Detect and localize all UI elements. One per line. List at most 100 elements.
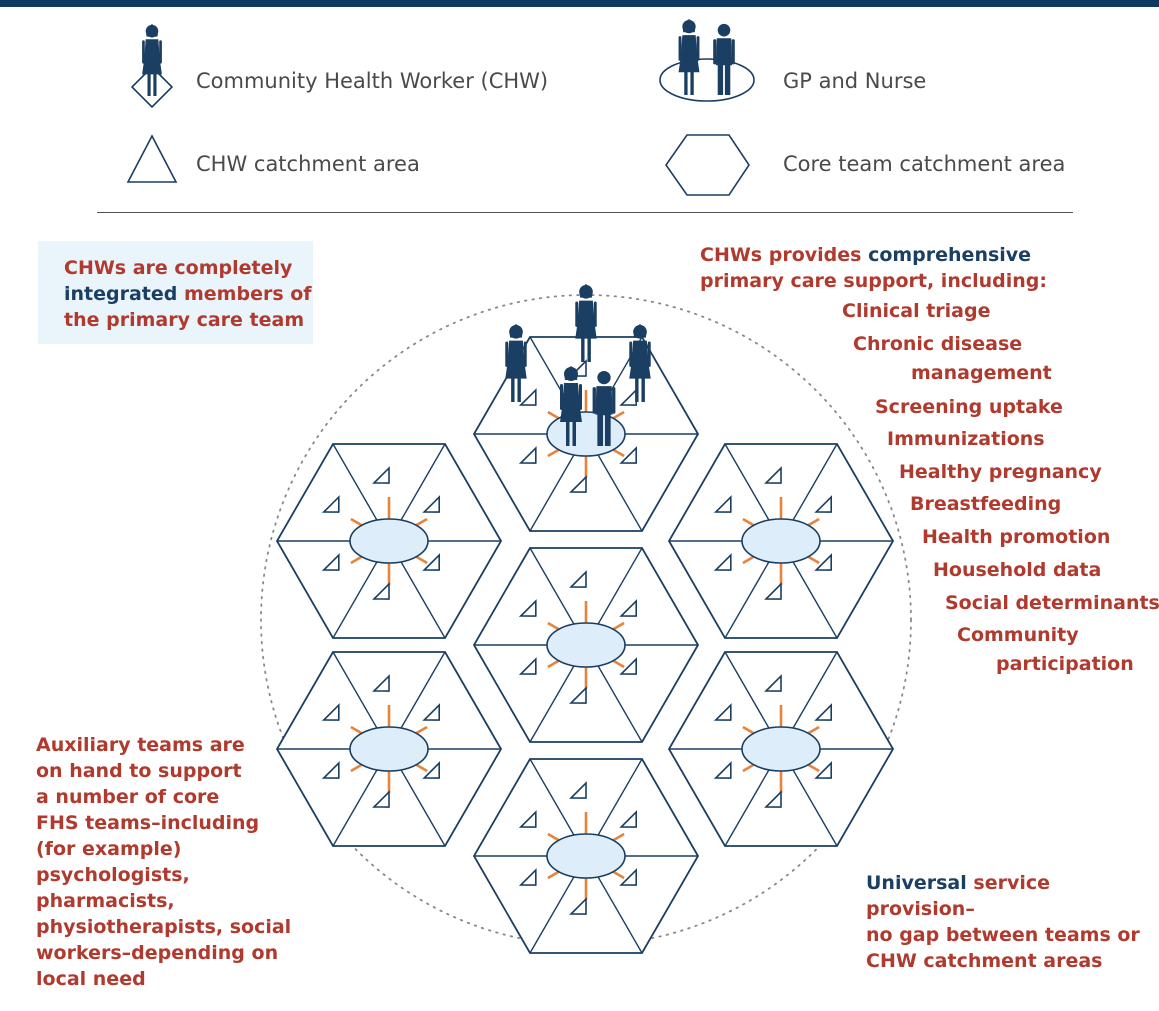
support-item: management [911, 362, 1052, 384]
integrated-line2-rest: members of [177, 283, 312, 305]
legend-chw-label: Community Health Worker (CHW) [196, 69, 549, 93]
integrated-line2: integrated members of [64, 281, 324, 307]
chw-diamond [619, 446, 638, 464]
integrated-line1: CHWs are completely [64, 257, 293, 279]
core-team-hexagon [472, 758, 700, 954]
auxiliary-line: workers–depending on [36, 942, 279, 964]
chw-diamond [619, 599, 638, 617]
chw-diamond [713, 703, 732, 721]
support-item: Screening uptake [875, 396, 1063, 418]
chw-diamond [619, 657, 638, 675]
chw-diamond [518, 446, 537, 464]
chw-diamond [569, 897, 587, 915]
chw-diamond [372, 466, 390, 484]
chw-diamond [518, 868, 537, 886]
support-item: Health promotion [922, 526, 1111, 548]
core-team-ellipse [349, 518, 429, 564]
support-item: Chronic disease [853, 333, 1023, 355]
integrated-line3: the primary care team [64, 309, 305, 331]
auxiliary-line: a number of core [36, 786, 220, 808]
support-item: Clinical triage [842, 300, 991, 322]
universal-line1-rest: service provision– [866, 872, 1050, 920]
comprehensive-line1-start: CHWs provides [700, 244, 869, 266]
core-team-ellipse [546, 622, 626, 668]
chw-diamond [372, 674, 390, 692]
chw-diamond [764, 790, 782, 808]
auxiliary-line: on hand to support [36, 760, 242, 782]
legend-gp-nurse-label: GP and Nurse [783, 69, 927, 93]
legend-chw-area-label: CHW catchment area [196, 152, 420, 176]
integrated-callout: CHWs are completely integrated members o… [64, 255, 324, 333]
core-team-hexagon [667, 443, 895, 639]
chw-diamond [518, 388, 537, 406]
legend-divider [97, 212, 1073, 213]
universal-line1: Universal service provision– [866, 870, 1156, 922]
integrated-callout-box [38, 241, 313, 344]
chw-diamond [518, 599, 537, 617]
support-item: Healthy pregnancy [899, 461, 1102, 483]
core-team-ellipse [546, 411, 626, 457]
auxiliary-line: psychologists, [36, 864, 190, 886]
chw-diamond [713, 761, 732, 779]
chw-diamond [518, 657, 537, 675]
core-team-ellipse [349, 726, 429, 772]
core-team-ellipse [741, 726, 821, 772]
chw-person-icon [629, 324, 651, 402]
auxiliary-line: FHS teams–including [36, 812, 260, 834]
support-item: Community [957, 624, 1079, 646]
chw-diamond [372, 790, 390, 808]
legend-core-area-label: Core team catchment area [783, 152, 1066, 176]
comprehensive-line2: primary care support, including: [700, 270, 1047, 292]
top-bar [0, 0, 1159, 7]
chw-diamond [814, 703, 833, 721]
core-team-hexagon [472, 547, 700, 743]
chw-diamond [321, 553, 340, 571]
chw-diamond [422, 553, 441, 571]
chw-diamond [422, 761, 441, 779]
auxiliary-line: local need [36, 968, 146, 990]
chw-diamond [619, 868, 638, 886]
integrated-highlight: integrated [64, 283, 178, 305]
auxiliary-line: pharmacists, [36, 890, 175, 912]
core-team-ellipse [741, 518, 821, 564]
chw-diamond [422, 703, 441, 721]
core-team-hexagon [275, 651, 503, 847]
chw-diamond [518, 810, 537, 828]
nurse-person-icon [592, 370, 616, 446]
comprehensive-line1: CHWs provides comprehensive [700, 242, 1140, 268]
chw-diamond [764, 674, 782, 692]
chw-diamond [321, 495, 340, 513]
chw-diamond [764, 466, 782, 484]
chw-person-icon [575, 284, 597, 362]
chw-diamond [814, 553, 833, 571]
gp-person-icon [560, 366, 582, 446]
support-item: Immunizations [887, 428, 1045, 450]
core-team-ellipse [546, 833, 626, 879]
chw-diamond [569, 570, 587, 588]
chw-person-icon [505, 324, 527, 402]
universal-line2: no gap between teams or [866, 924, 1140, 946]
auxiliary-line: physiotherapists, social [36, 916, 292, 938]
chw-diamond [321, 761, 340, 779]
chw-diamond [764, 582, 782, 600]
universal-highlight: Universal [866, 872, 967, 894]
chw-diamond [569, 475, 587, 493]
core-team-hexagon [472, 284, 700, 532]
chw-diamond [321, 703, 340, 721]
chw-diamond [569, 686, 587, 704]
auxiliary-callout: Auxiliary teams are on hand to support a… [36, 732, 316, 992]
chw-diamond [814, 761, 833, 779]
chw-diamond [713, 495, 732, 513]
core-team-hexagon [667, 651, 895, 847]
support-item: Household data [933, 559, 1102, 581]
universal-callout: Universal service provision– no gap betw… [866, 870, 1156, 974]
support-item: Breastfeeding [910, 493, 1062, 515]
chw-diamond [814, 495, 833, 513]
universal-line3: CHW catchment areas [866, 950, 1103, 972]
core-team-hexagon [275, 443, 503, 639]
support-item: participation [996, 653, 1134, 675]
comprehensive-highlight: comprehensive [868, 244, 1032, 266]
chw-diamond [569, 781, 587, 799]
chw-diamond [422, 495, 441, 513]
